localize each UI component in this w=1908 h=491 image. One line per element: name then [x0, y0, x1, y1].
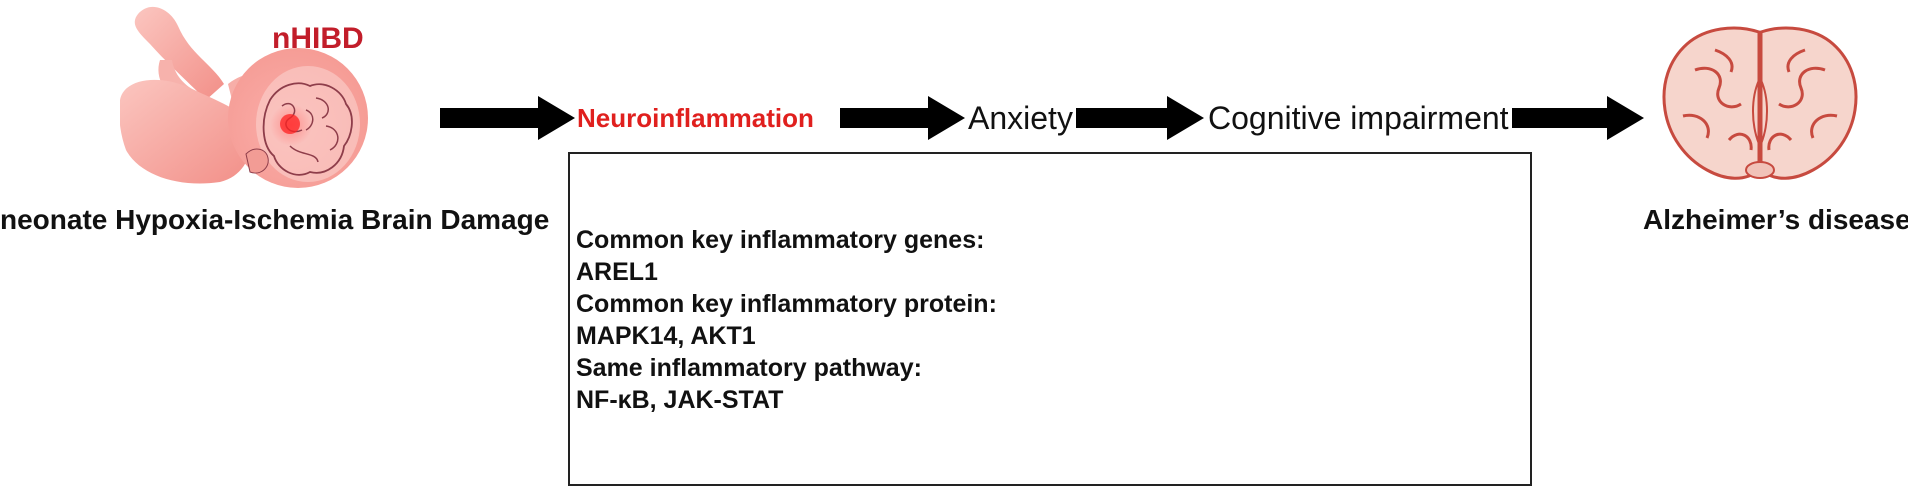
nhibd-label: nHIBD — [272, 22, 364, 55]
arrow-2 — [840, 96, 965, 140]
nhibd-full-name: neonate Hypoxia-Ischemia Brain Damage — [0, 204, 550, 235]
stage-cognitive-impairment: Cognitive impairment — [1208, 100, 1509, 136]
alzheimers-disease-label: Alzheimer’s disease — [1643, 204, 1908, 235]
findings-genes-value: AREL1 — [576, 258, 658, 286]
findings-pathway-value: NF-κB, JAK-STAT — [576, 386, 784, 414]
arrow-4 — [1512, 96, 1644, 140]
findings-pathway-heading: Same inflammatory pathway: — [576, 354, 922, 382]
findings-protein-heading: Common key inflammatory protein: — [576, 290, 997, 318]
stage-anxiety: Anxiety — [968, 100, 1073, 136]
findings-protein-value: MAPK14, AKT1 — [576, 322, 756, 350]
arrow-1 — [440, 96, 575, 140]
arrow-3 — [1076, 96, 1204, 140]
findings-genes-heading: Common key inflammatory genes: — [576, 226, 985, 254]
findings-list: Common key inflammatory genes: AREL1 Com… — [576, 224, 997, 416]
stage-neuroinflammation: Neuroinflammation — [577, 103, 814, 133]
neonate-brain-illustration-icon — [120, 6, 368, 188]
brain-cross-section-illustration-icon — [1662, 26, 1858, 180]
findings-box: Common key inflammatory genes: AREL1 Com… — [568, 152, 1532, 486]
